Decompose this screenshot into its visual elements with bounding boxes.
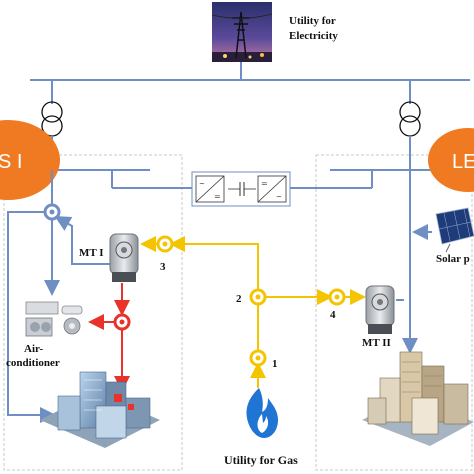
- gas-node-3-label: 3: [160, 261, 166, 273]
- energy-hub-right: LE: [428, 128, 474, 192]
- air-conditioner-label-line1: Air-: [24, 343, 43, 355]
- power-line-to-building-left: [7, 211, 56, 423]
- air-conditioner-icon: [25, 301, 83, 337]
- power-node-left: [43, 203, 61, 221]
- gas-node-3: [156, 235, 174, 253]
- energy-hub-left: S I: [0, 120, 60, 200]
- energy-hub-left-label: S I: [0, 151, 22, 173]
- svg-text:=: =: [261, 179, 268, 188]
- converter-link: ~ = = ~: [111, 170, 373, 207]
- gas-node-4: [328, 288, 346, 306]
- utility-electricity-label-line2: Electricity: [289, 30, 338, 42]
- gas-node-4-label: 4: [330, 309, 336, 321]
- building-cluster-right-icon: [362, 351, 474, 446]
- microturbine-1: [109, 233, 139, 282]
- hub-1-boundary: [3, 154, 183, 471]
- gas-flame-icon: [246, 388, 278, 438]
- svg-text:~: ~: [276, 193, 282, 201]
- gas-node-2: [249, 288, 267, 306]
- gas-network: [140, 236, 366, 388]
- mt2-label: MT II: [362, 337, 391, 349]
- energy-hub-right-label: LE: [452, 151, 474, 173]
- heat-node: [113, 313, 131, 331]
- svg-text:=: =: [214, 192, 221, 201]
- hub-2-boundary: [315, 154, 473, 471]
- power-tower-image: [211, 2, 273, 62]
- gas-node-1-label: 1: [272, 358, 278, 370]
- power-line-from-mt1: [54, 216, 112, 265]
- solar-label: Solar p: [436, 253, 470, 265]
- gas-line-to-node-3: [169, 236, 259, 290]
- mt1-label: MT I: [79, 247, 104, 259]
- transformer-right: [399, 80, 421, 170]
- solar-panel-icon: [435, 207, 474, 253]
- gas-node-2-label: 2: [236, 293, 242, 305]
- building-cluster-left-icon: [40, 371, 160, 448]
- gas-node-1: [249, 349, 267, 367]
- air-conditioner-label-line2: conditioner: [6, 357, 60, 369]
- microturbine-2: [365, 285, 395, 334]
- svg-text:~: ~: [199, 180, 205, 188]
- utility-gas-label: Utility for Gas: [224, 453, 298, 467]
- utility-electricity-label-line1: Utility for: [289, 15, 336, 27]
